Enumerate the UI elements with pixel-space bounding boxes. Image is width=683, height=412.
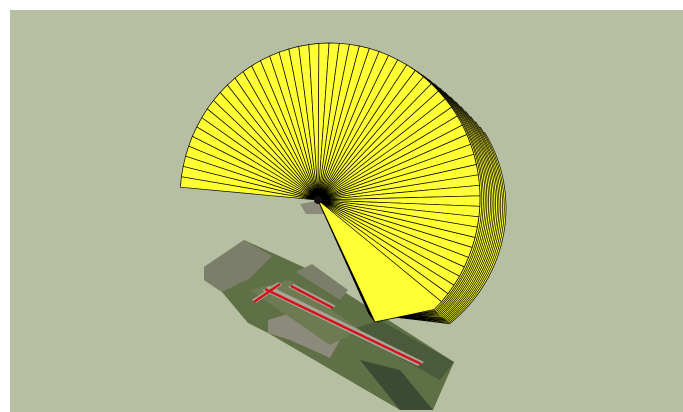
terrain-imagery-field-right [350, 320, 454, 380]
terrain-imagery-urban-bottom [268, 310, 340, 358]
runway-cross-highlight[interactable] [253, 283, 281, 303]
runway-secondary-highlight[interactable] [290, 284, 334, 310]
terrain-imagery-field-dark [360, 360, 433, 410]
terrain-imagery-top-block [296, 264, 348, 300]
airport-terrain[interactable] [204, 240, 454, 410]
terrain-imagery-urban-left [204, 240, 272, 292]
approach-surface-fan[interactable] [180, 42, 507, 325]
fan-origin-hub [314, 196, 322, 204]
runway-main-highlight[interactable] [264, 287, 422, 366]
fan-blade[interactable] [317, 199, 449, 303]
